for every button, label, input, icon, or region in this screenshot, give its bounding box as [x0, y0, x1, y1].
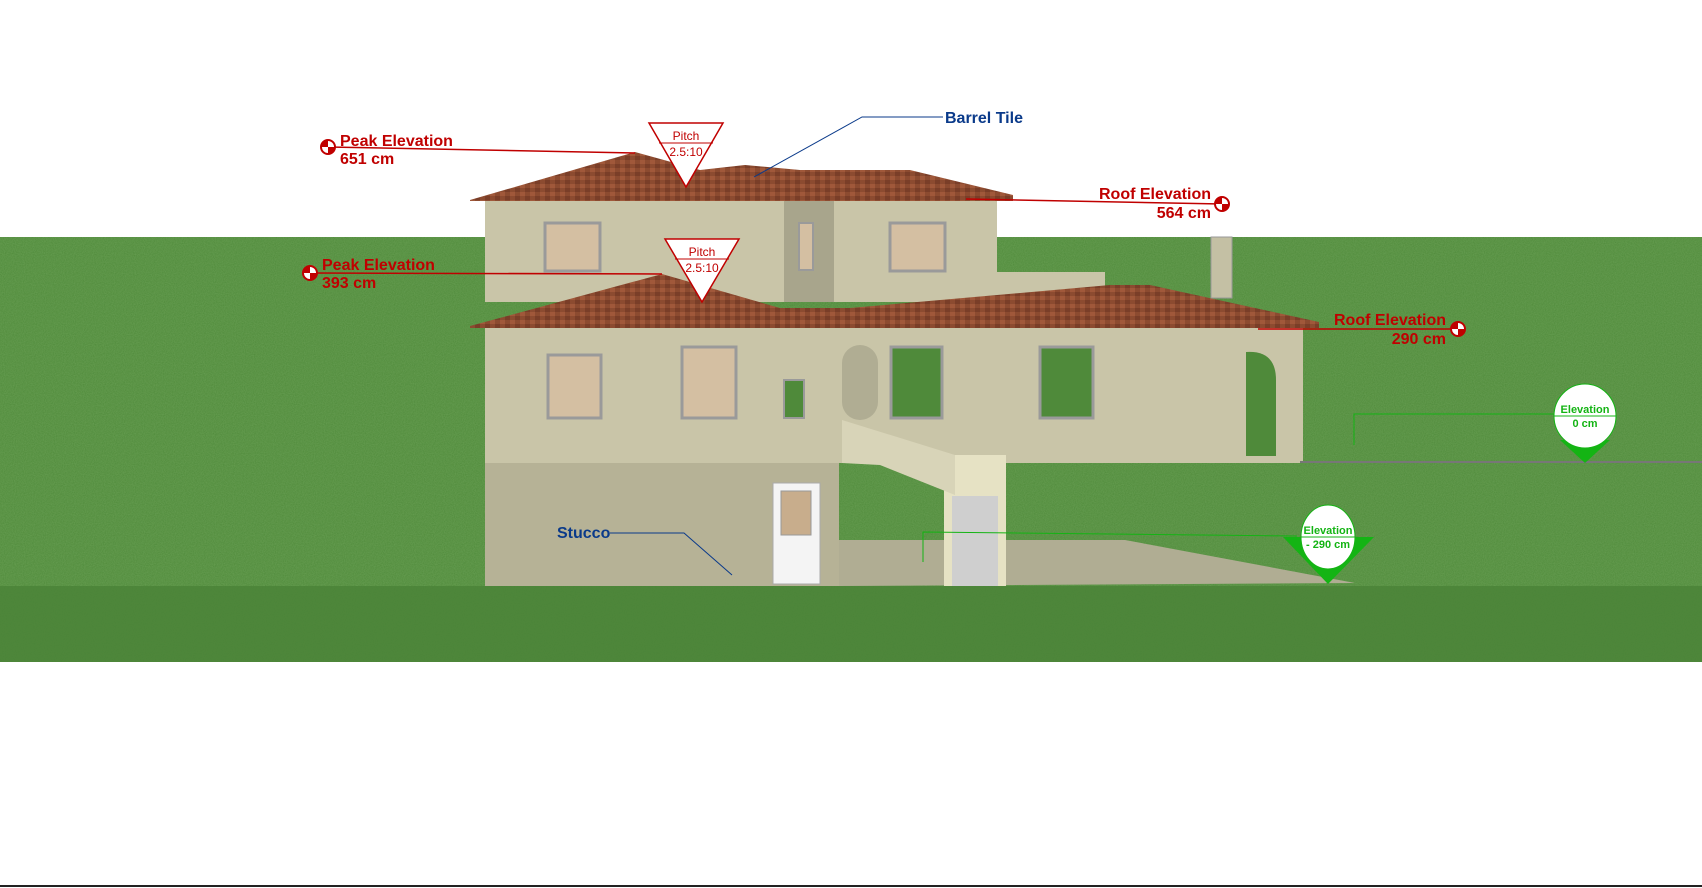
annotation-title: Roof Elevation	[1334, 312, 1446, 329]
elevation-value: 0 cm	[1572, 418, 1597, 430]
window	[888, 221, 947, 273]
roof-elevation-lower[interactable]: Roof Elevation 290 cm	[1258, 312, 1466, 348]
house	[470, 152, 1355, 586]
stair-fill	[952, 496, 998, 586]
door-window	[780, 490, 812, 536]
annotation-value: 393 cm	[322, 275, 376, 292]
elevation-marker-ground[interactable]: Elevation 0 cm	[1300, 383, 1702, 463]
annotation-value: 290 cm	[1392, 331, 1446, 348]
window	[798, 222, 814, 271]
pitch-marker-upper[interactable]: Pitch 2.5:10	[647, 122, 725, 189]
peak-elevation-lower[interactable]: Peak Elevation 393 cm	[302, 257, 663, 292]
marker-quadrants	[303, 266, 317, 280]
pitch-value: 2.5:10	[685, 261, 719, 275]
elevation-title: Elevation	[1304, 525, 1353, 537]
pitch-value: 2.5:10	[669, 145, 703, 159]
annotation-title: Peak Elevation	[340, 133, 453, 150]
annotation-title: Peak Elevation	[322, 257, 435, 274]
lower-roof	[470, 274, 1319, 328]
pitch-marker-lower[interactable]: Pitch 2.5:10	[663, 238, 741, 304]
elevation-line	[922, 531, 1298, 562]
peak-elevation-upper[interactable]: Peak Elevation 651 cm	[320, 133, 636, 168]
material-callout-roof[interactable]: Barrel Tile	[753, 110, 1023, 178]
window	[783, 379, 805, 419]
leader-line	[309, 272, 663, 275]
window	[1038, 345, 1095, 420]
window	[546, 353, 603, 420]
arched-opening-right	[1246, 351, 1276, 456]
leader-line	[965, 198, 1223, 205]
leader-line	[327, 146, 636, 154]
elevation-marker-lower[interactable]: Elevation - 290 cm	[922, 504, 1374, 584]
pitch-triangle	[663, 238, 741, 304]
marker-quadrants	[321, 140, 335, 154]
arch-opening	[842, 345, 878, 420]
window	[680, 345, 738, 420]
roof-elevation-upper[interactable]: Roof Elevation 564 cm	[965, 186, 1230, 222]
material-label: Stucco	[557, 525, 611, 542]
upper-roof	[470, 152, 1013, 201]
elevation-line	[1353, 413, 1555, 445]
pitch-title: Pitch	[673, 129, 700, 143]
chimney	[1210, 236, 1233, 299]
elevation-value: - 290 cm	[1306, 539, 1350, 551]
pitch-triangle	[647, 122, 725, 189]
window	[889, 345, 944, 420]
material-label: Barrel Tile	[945, 110, 1023, 127]
pitch-title: Pitch	[689, 245, 716, 259]
elevation-title: Elevation	[1561, 404, 1610, 416]
material-callout-wall[interactable]: Stucco	[557, 525, 733, 576]
annotation-value: 651 cm	[340, 151, 394, 168]
marker-quadrants	[1215, 197, 1229, 211]
stair-ramp	[842, 420, 955, 495]
leader-line	[753, 116, 943, 178]
marker-quadrants	[1451, 322, 1465, 336]
annotation-value: 564 cm	[1157, 205, 1211, 222]
window	[543, 221, 602, 273]
leader-line	[610, 532, 733, 576]
annotation-title: Roof Elevation	[1099, 186, 1211, 203]
lower-grass-band	[0, 586, 1702, 662]
